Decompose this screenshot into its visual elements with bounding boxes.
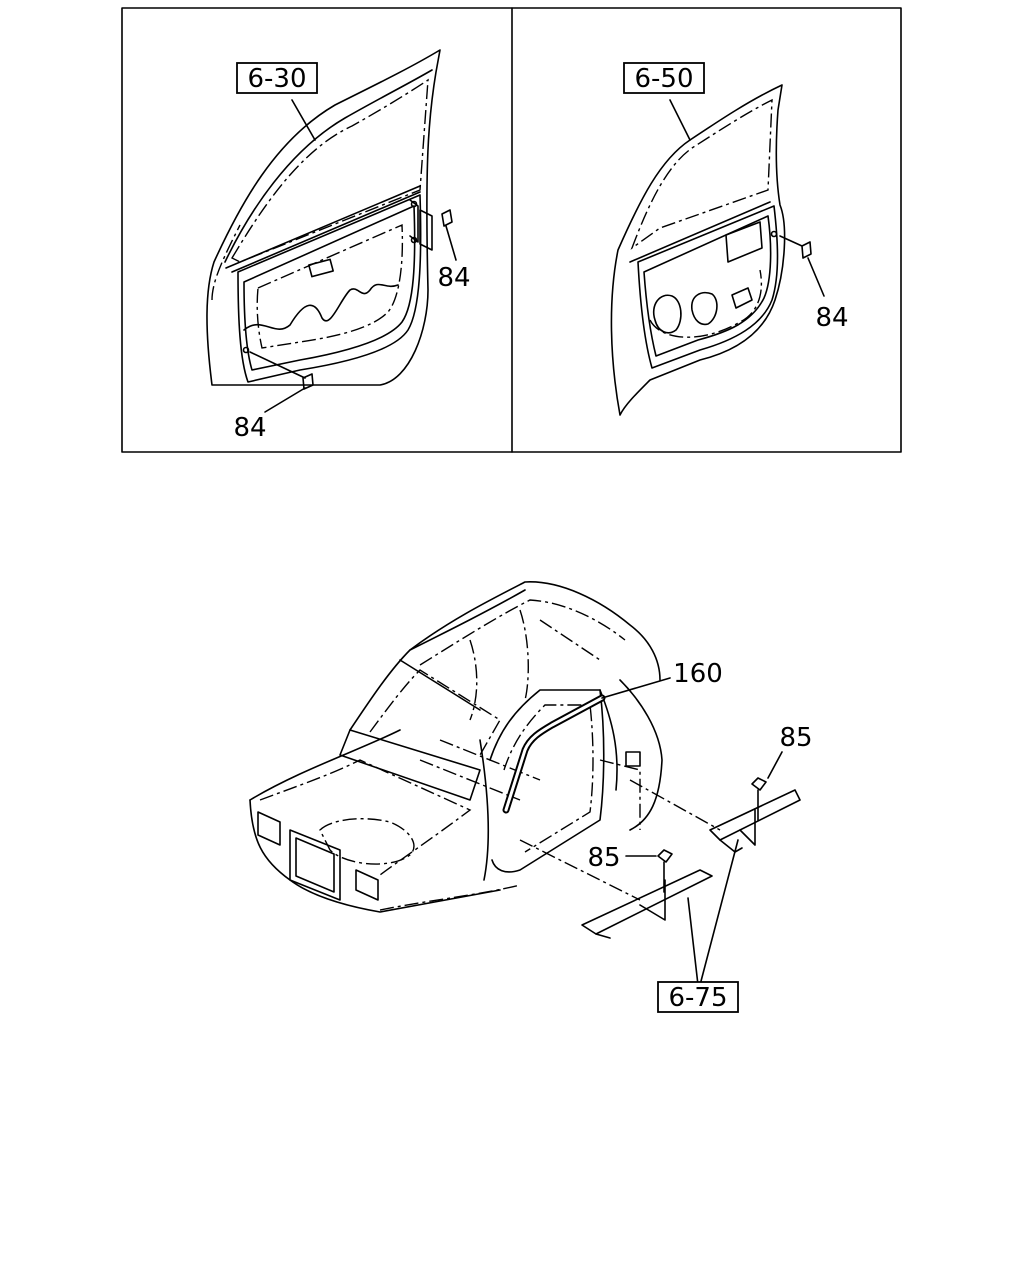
part-label-84-lower: 84 xyxy=(233,413,266,443)
left-door-illustration xyxy=(206,49,457,413)
left-callouts: 6-30 84 84 xyxy=(233,62,471,443)
ref-box-6-75 xyxy=(657,981,739,1013)
part-label-160: 160 xyxy=(673,659,723,689)
part-label-84-upper: 84 xyxy=(437,263,470,293)
right-callouts: 6-50 84 xyxy=(623,62,849,333)
part-label-84-right: 84 xyxy=(815,303,848,333)
right-door-illustration xyxy=(610,84,825,416)
ref-box-6-30 xyxy=(236,62,318,94)
ref-label-6-50: 6-50 xyxy=(634,64,693,94)
cab-callouts: 160 85 85 6-75 xyxy=(587,659,812,1013)
cab-body-illustration xyxy=(249,581,801,986)
part-label-85-rear: 85 xyxy=(779,723,812,753)
part-label-85-front: 85 xyxy=(587,843,620,873)
ref-label-6-30: 6-30 xyxy=(247,64,306,94)
ref-box-6-50 xyxy=(623,62,705,94)
door-panels-frame xyxy=(121,7,902,453)
ref-label-6-75: 6-75 xyxy=(668,983,727,1013)
